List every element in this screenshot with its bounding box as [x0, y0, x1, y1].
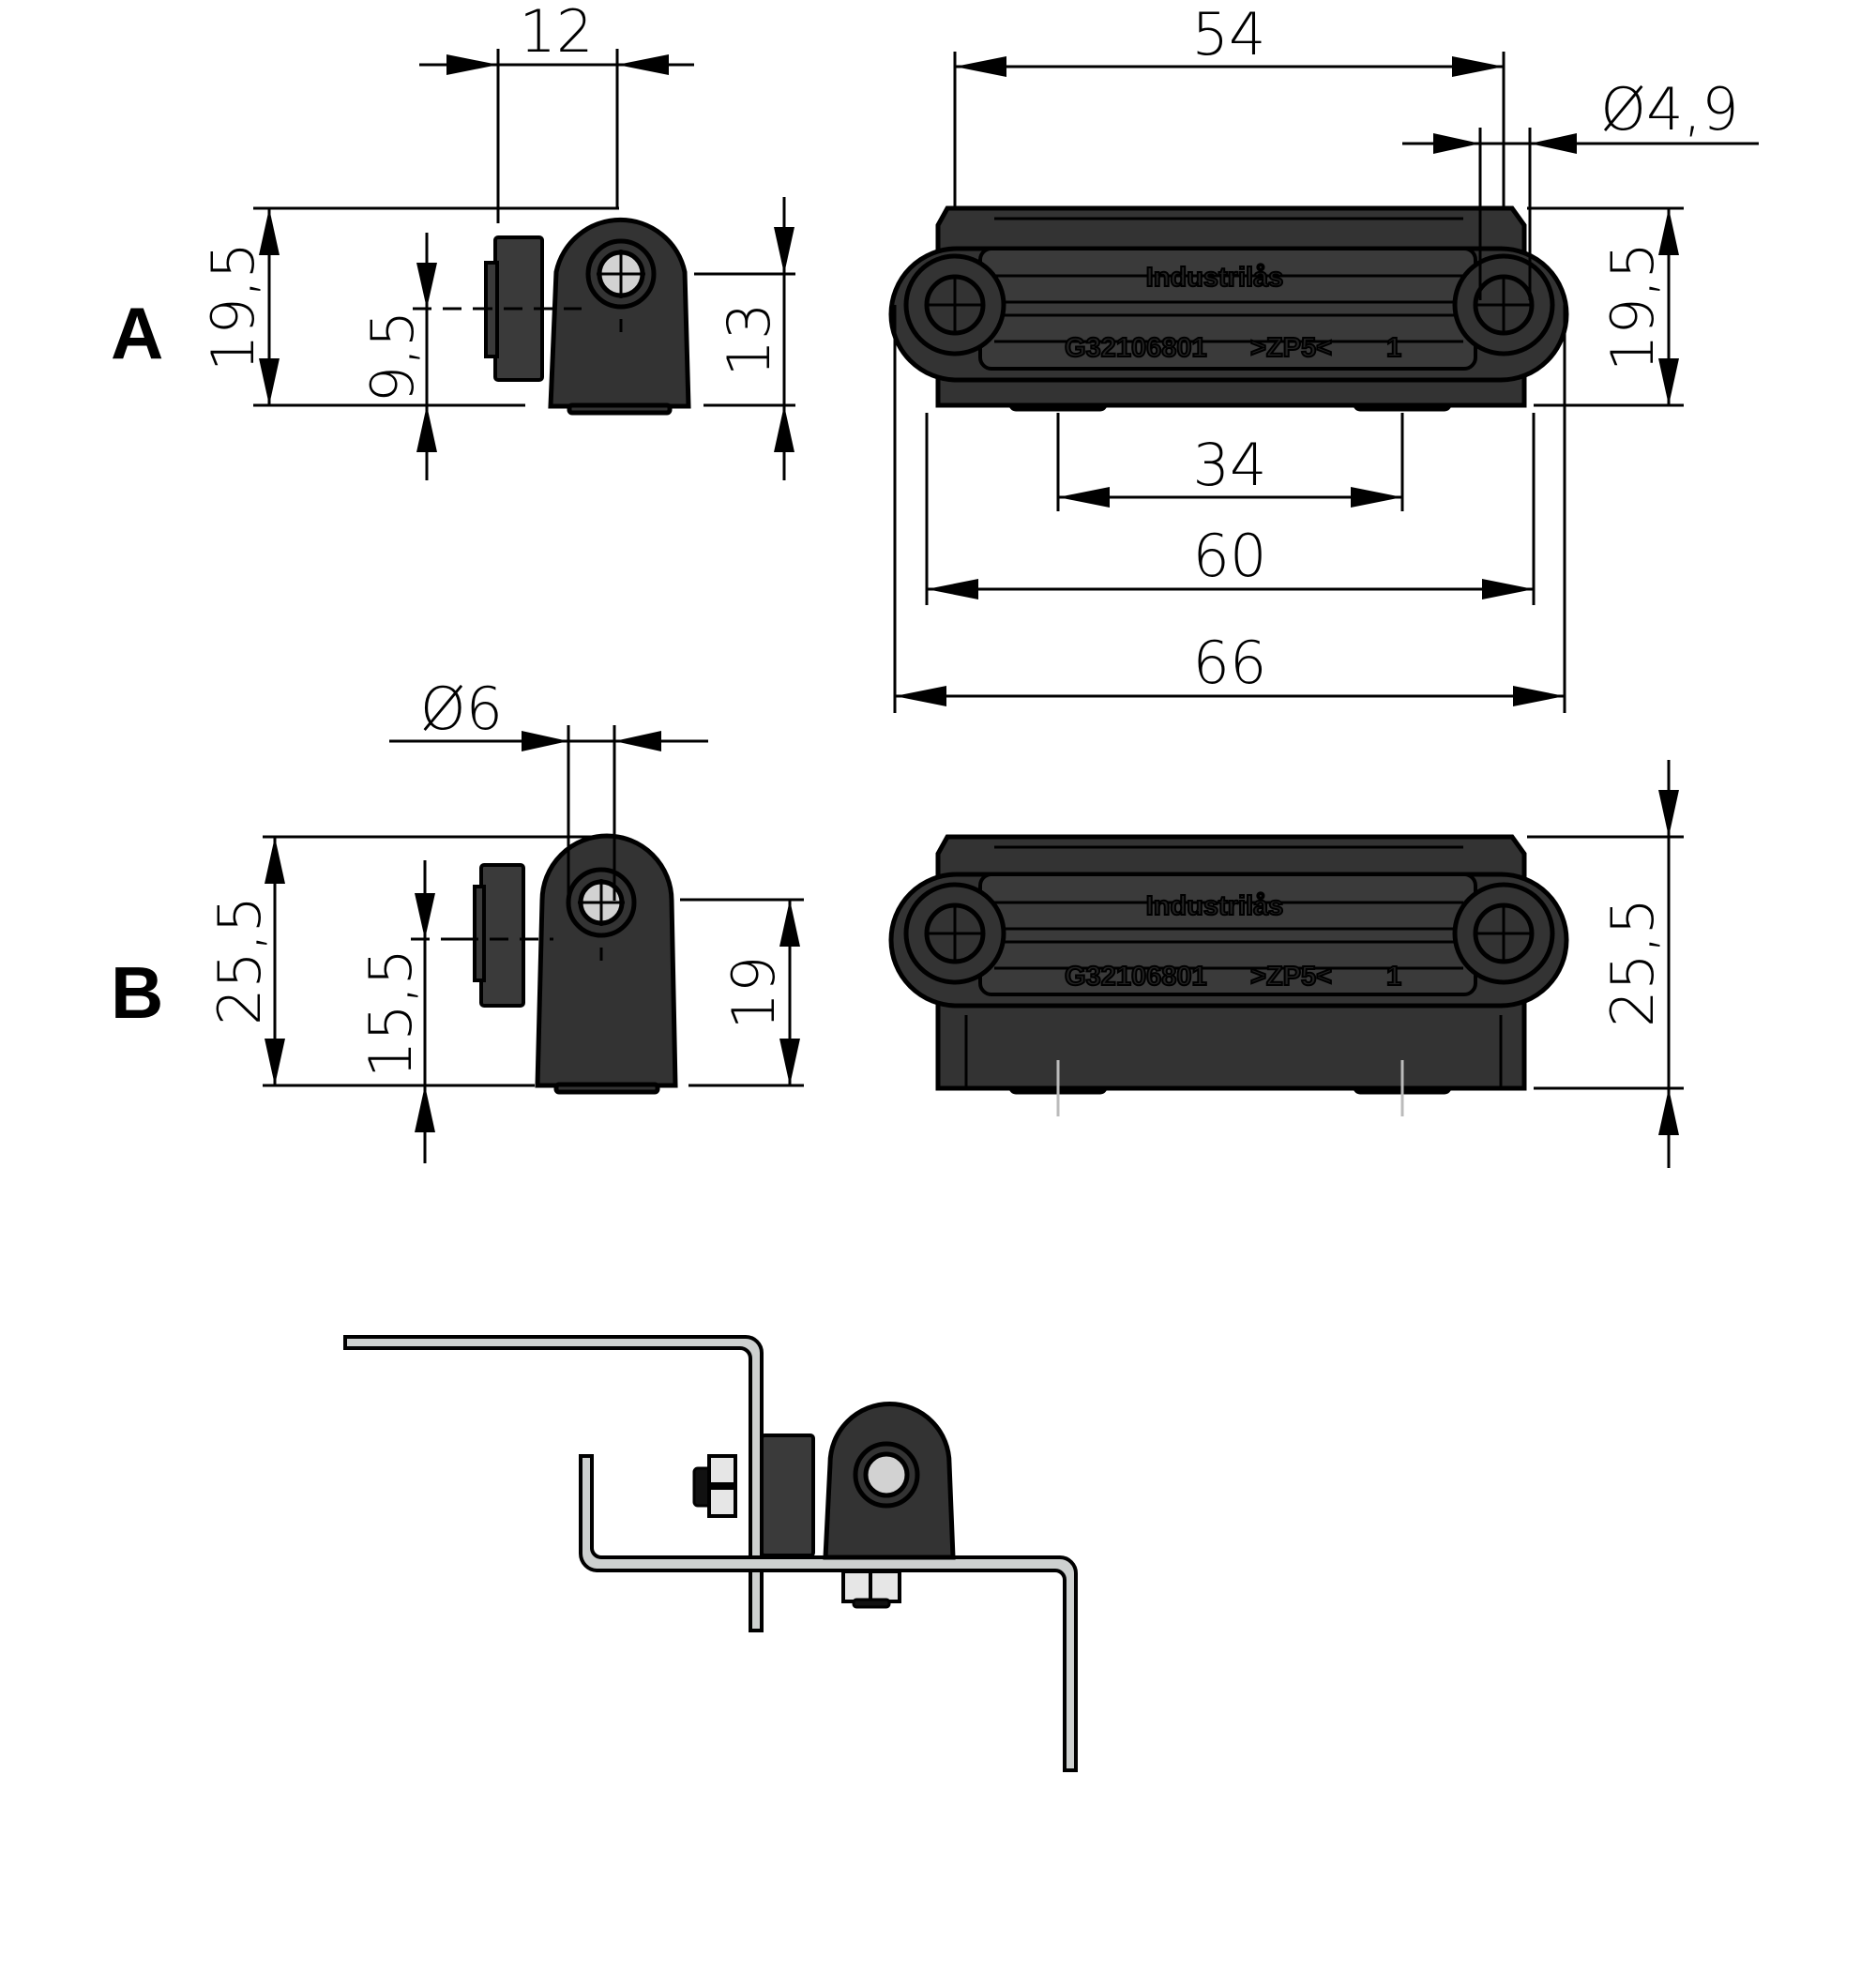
variant-a-side-view: [484, 217, 691, 416]
material-marking: >ZP5<: [1250, 333, 1332, 363]
dim-a-axis-9-5: 9,5: [358, 311, 427, 403]
dim-a-height-19-5: 19,5: [199, 242, 267, 372]
variant-b-side-dimensions: Ø6 25,5 15,5 19: [205, 675, 804, 1163]
dim-a-height-13: 13: [715, 303, 783, 377]
dim-a-length-60: 60: [1193, 522, 1267, 590]
dim-a-hole-diameter: Ø4,9: [1600, 75, 1738, 144]
variant-a-front-dimensions: 54 Ø4,9 19,5 34 60 66: [893, 0, 1759, 713]
dim-a-length-66: 66: [1193, 629, 1267, 697]
cavity-marking-b: 1: [1386, 962, 1401, 992]
part-number-marking-b: G32106801: [1065, 962, 1207, 992]
installation-view: [343, 1335, 1078, 1772]
dim-b-axis-15-5: 15,5: [356, 948, 425, 1078]
variant-b-side-view: [473, 833, 678, 1095]
right-mount-hole-b: [1452, 882, 1555, 985]
dim-b-pin-diameter: Ø6: [420, 675, 503, 743]
dim-a-front-height-19-5: 19,5: [1598, 242, 1667, 372]
left-mount-hole: [903, 253, 1006, 356]
right-mount-hole: [1452, 253, 1555, 356]
dim-b-front-height-25-5: 25,5: [1598, 898, 1667, 1027]
brand-marking-b: Industrilås: [1146, 891, 1284, 921]
brand-marking: Industrilås: [1146, 263, 1284, 293]
part-number-marking: G32106801: [1065, 333, 1207, 363]
variant-a-side-dimensions: 12 19,5 9,5 13: [199, 0, 795, 480]
variant-b-label: B: [111, 951, 163, 1034]
variant-b-front-view: Industrilås G32106801 >ZP5< 1: [888, 834, 1569, 1116]
cavity-marking: 1: [1386, 333, 1401, 363]
variant-a-label: A: [111, 292, 163, 374]
left-mount-hole-b: [903, 882, 1006, 985]
material-marking-b: >ZP5<: [1250, 962, 1332, 992]
dim-b-height-25-5: 25,5: [205, 896, 274, 1025]
variant-b-front-dimensions: 25,5: [1527, 760, 1684, 1168]
dim-a-spacing-34: 34: [1193, 431, 1267, 499]
variant-a-front-view: Industrilås G32106801 >ZP5< 1: [888, 205, 1569, 412]
dim-b-height-19: 19: [719, 956, 788, 1030]
dim-a-length-54: 54: [1192, 0, 1266, 68]
dim-a-width-12: 12: [520, 0, 594, 66]
